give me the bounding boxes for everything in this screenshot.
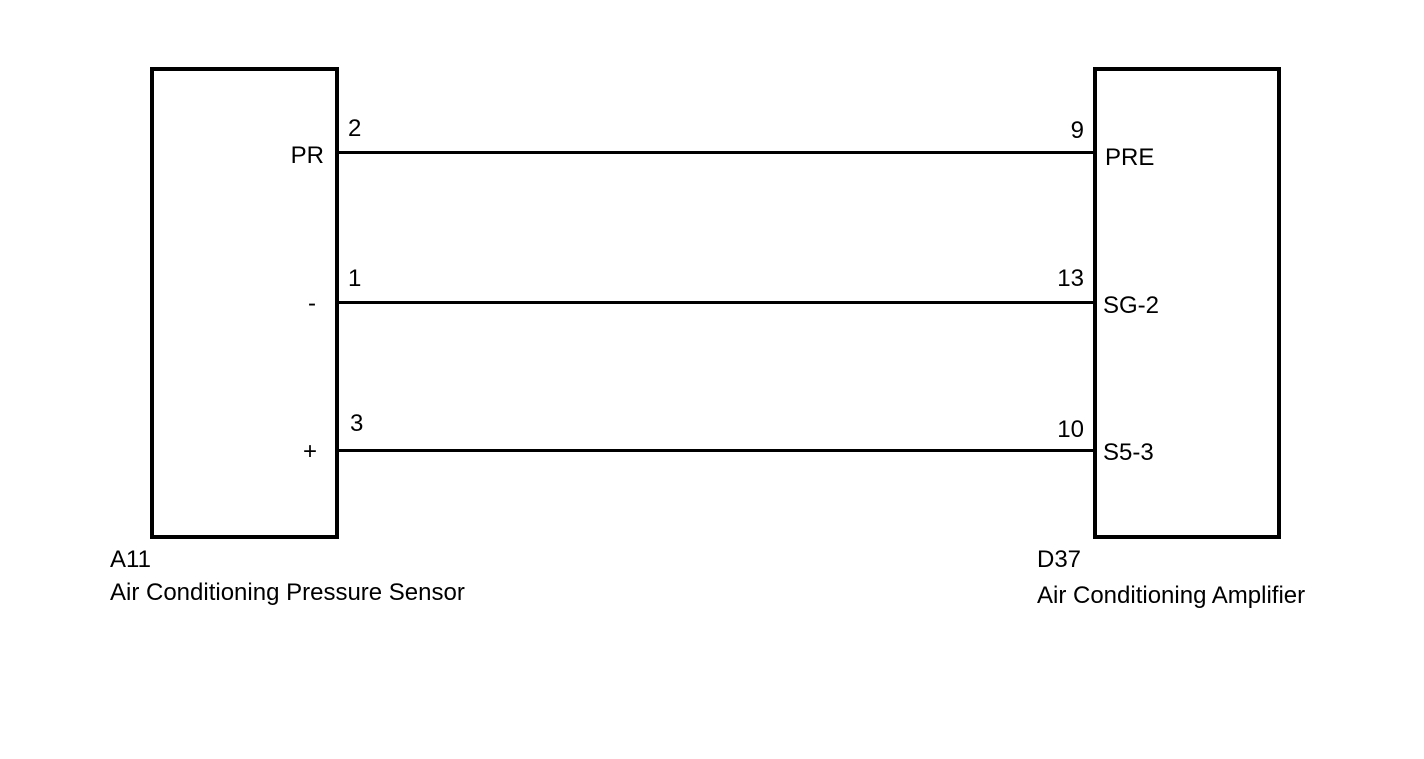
sensor-id: A11 xyxy=(110,546,151,573)
amplifier-pin-label: S5-3 xyxy=(1103,439,1154,466)
pressure-sensor-box xyxy=(150,67,339,539)
amplifier-pin-number: 13 xyxy=(1057,265,1084,292)
amplifier-pin-label: SG-2 xyxy=(1103,292,1160,319)
amplifier-pin-label: PRE xyxy=(1105,144,1155,171)
sensor-pin-label: + xyxy=(302,438,317,465)
amplifier-pin-number: 10 xyxy=(1057,416,1084,443)
sensor-pin-label: - xyxy=(308,290,316,317)
wire-pr-pre xyxy=(337,151,1095,154)
amplifier-id: D37 xyxy=(1037,546,1082,573)
sensor-name: Air Conditioning Pressure Sensor xyxy=(110,579,465,606)
sensor-pin-number: 3 xyxy=(350,410,364,437)
amplifier-pin-number: 9 xyxy=(1070,117,1084,144)
wire-plus-s53 xyxy=(337,449,1095,452)
sensor-pin-label: PR xyxy=(290,142,324,169)
amplifier-name: Air Conditioning Amplifier xyxy=(1037,582,1306,609)
wire-minus-sg2 xyxy=(337,301,1095,304)
sensor-pin-number: 1 xyxy=(348,265,362,292)
amplifier-box xyxy=(1093,67,1281,539)
sensor-pin-number: 2 xyxy=(348,115,362,142)
